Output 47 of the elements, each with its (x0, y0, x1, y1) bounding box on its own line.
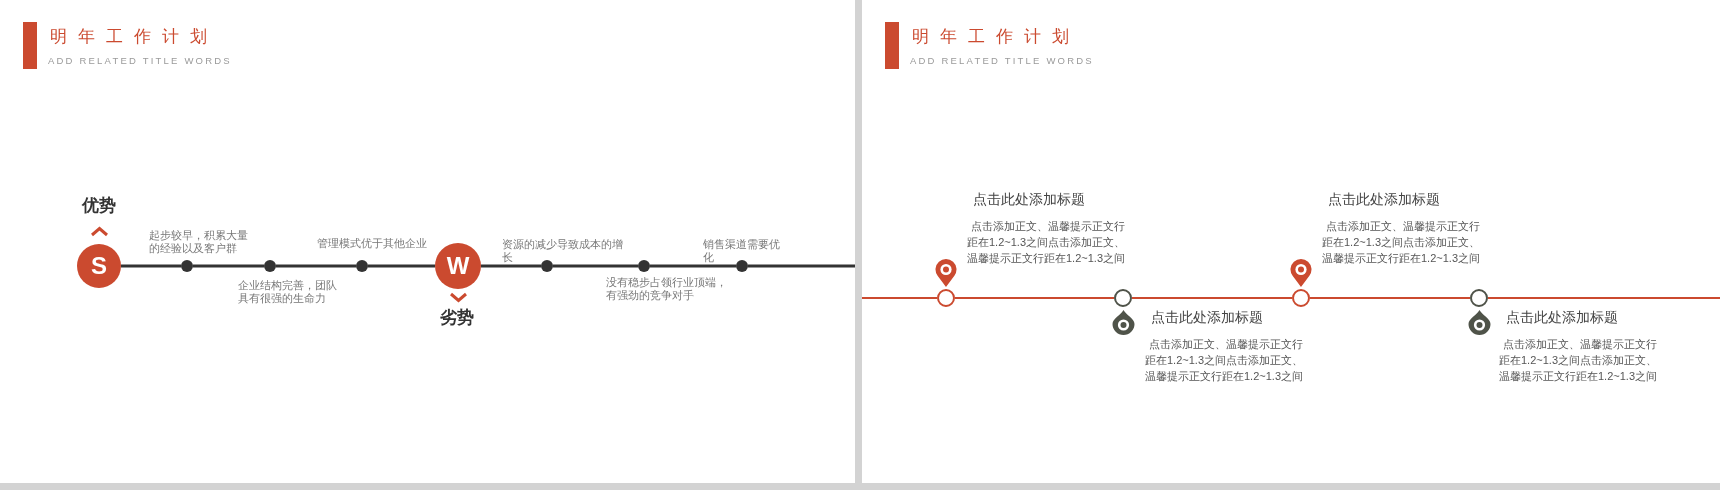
point-note: 起步较早，积累大量的经验以及客户群 (149, 229, 249, 254)
section-heading: 优势 (82, 195, 116, 217)
timeline-dot (181, 260, 193, 272)
timeline-line (862, 297, 938, 299)
timeline-line (1487, 297, 1720, 299)
timeline-dot (356, 260, 368, 272)
timeline-line (1309, 297, 1471, 299)
milestone-circle (1292, 289, 1310, 307)
slide-subtitle: ADD RELATED TITLE WORDS (48, 55, 232, 67)
slide-panel (0, 0, 855, 483)
milestone-title: 点击此处添加标题 (1506, 308, 1618, 326)
slide-subtitle: ADD RELATED TITLE WORDS (910, 55, 1094, 67)
milestone-title: 点击此处添加标题 (973, 190, 1085, 208)
milestone-description: 点击添加正文、温馨提示正文行距在1.2~1.3之间点击添加正文、温馨提示正文行距在1.2~1.3之间 (1145, 337, 1304, 384)
point-note: 销售渠道需要优化 (703, 238, 781, 263)
milestone-description: 点击添加正文、温馨提示正文行距在1.2~1.3之间点击添加正文、温馨提示正文行距在1.2~1.3之间 (1322, 219, 1481, 266)
timeline-line (650, 264, 736, 268)
slide-panel (862, 0, 1720, 483)
timeline-dot (541, 260, 553, 272)
milestone-title: 点击此处添加标题 (1151, 308, 1263, 326)
timeline-line (193, 264, 264, 268)
timeline-marker: W (435, 243, 481, 289)
timeline-dot (638, 260, 650, 272)
timeline-line (1131, 297, 1293, 299)
milestone-description: 点击添加正文、温馨提示正文行距在1.2~1.3之间点击添加正文、温馨提示正文行距在1.2~1.3之间 (967, 219, 1126, 266)
milestone-circle (937, 289, 955, 307)
timeline-line (553, 264, 638, 268)
point-note: 没有稳步占领行业顶端，有强劲的竞争对手 (606, 276, 728, 301)
slide-title: 明年工作计划 (50, 26, 218, 48)
milestone-description: 点击添加正文、温馨提示正文行距在1.2~1.3之间点击添加正文、温馨提示正文行距在1.2~1.3之间 (1499, 337, 1658, 384)
timeline-marker: S (77, 244, 121, 288)
timeline-line (748, 264, 855, 268)
timeline-dot (264, 260, 276, 272)
milestone-title: 点击此处添加标题 (1328, 190, 1440, 208)
point-note: 管理模式优于其他企业 (317, 237, 428, 250)
timeline-line (368, 264, 435, 268)
milestone-circle (1470, 289, 1488, 307)
section-heading: 劣势 (440, 307, 474, 329)
timeline-line (276, 264, 356, 268)
timeline-line (121, 264, 181, 268)
timeline-line (954, 297, 1115, 299)
slide-title: 明年工作计划 (912, 26, 1080, 48)
point-note: 资源的减少导致成本的增长 (502, 238, 624, 263)
point-note: 企业结构完善，团队具有很强的生命力 (238, 279, 338, 304)
milestone-circle (1114, 289, 1132, 307)
timeline-line (481, 264, 541, 268)
timeline-dot (736, 260, 748, 272)
